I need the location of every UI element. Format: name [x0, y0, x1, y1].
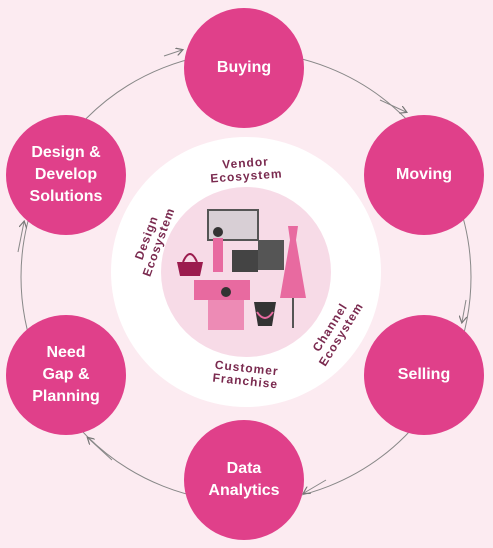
- shelf: [258, 240, 284, 270]
- selling-node[interactable]: Selling: [364, 315, 484, 435]
- arrow-design-to-buying: [163, 50, 182, 57]
- selling-label: Selling: [397, 366, 451, 383]
- design-develop-node[interactable]: Design & Develop Solutions: [6, 115, 126, 235]
- dress-icon: [280, 226, 306, 298]
- need-gap-label: Need Gap & Planning: [32, 344, 100, 405]
- design-develop-label: Design & Develop Solutions: [29, 144, 103, 205]
- buying-label: Buying: [216, 59, 272, 76]
- data-analytics-node[interactable]: Data Analytics: [184, 420, 304, 540]
- shopper-body: [213, 238, 223, 272]
- need-gap-node[interactable]: Need Gap & Planning: [6, 315, 126, 435]
- arrow-need-to-design: [17, 222, 24, 253]
- shop-counter: [232, 250, 258, 272]
- data-analytics-label: Data Analytics: [208, 460, 280, 499]
- retail-illustration: [177, 209, 306, 330]
- necklace-icon: [254, 302, 276, 326]
- cosmetics-shelf: [208, 300, 244, 330]
- arrow-data-to-need: [88, 438, 113, 461]
- moving-node[interactable]: Moving: [364, 115, 484, 235]
- handbag-icon: [177, 262, 203, 276]
- necklace-chain: [256, 311, 274, 319]
- handbag-handle: [182, 253, 198, 263]
- clerk-head: [221, 287, 231, 297]
- arrow-buying-to-moving: [379, 99, 406, 112]
- shopper-head: [213, 227, 223, 237]
- buying-node[interactable]: Buying: [184, 8, 304, 128]
- arrow-selling-to-data: [304, 479, 327, 493]
- arrow-moving-to-selling: [462, 299, 466, 322]
- moving-label: Moving: [396, 166, 452, 183]
